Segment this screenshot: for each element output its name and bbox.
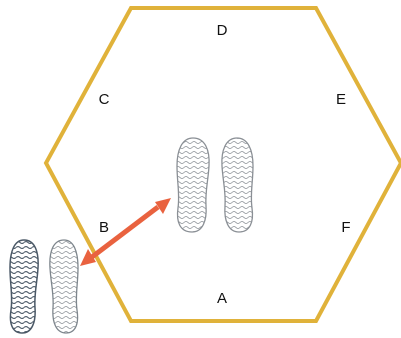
left-footprint-outside-icon — [9, 239, 39, 334]
right-footprint-outside-icon — [49, 239, 79, 334]
double-headed-arrow-icon — [80, 198, 171, 266]
side-label-a: A — [217, 290, 227, 307]
side-label-d: D — [217, 22, 228, 39]
left-footprint-center-icon — [176, 137, 210, 233]
side-label-b: B — [99, 219, 109, 236]
side-label-e: E — [336, 91, 346, 108]
footprints-center-icon — [176, 137, 254, 233]
side-label-f: F — [341, 219, 350, 236]
footprints-outside-icon — [9, 239, 79, 334]
right-footprint-center-icon — [221, 137, 254, 233]
side-label-c: C — [99, 91, 110, 108]
hexagon-outline — [43, 6, 401, 323]
